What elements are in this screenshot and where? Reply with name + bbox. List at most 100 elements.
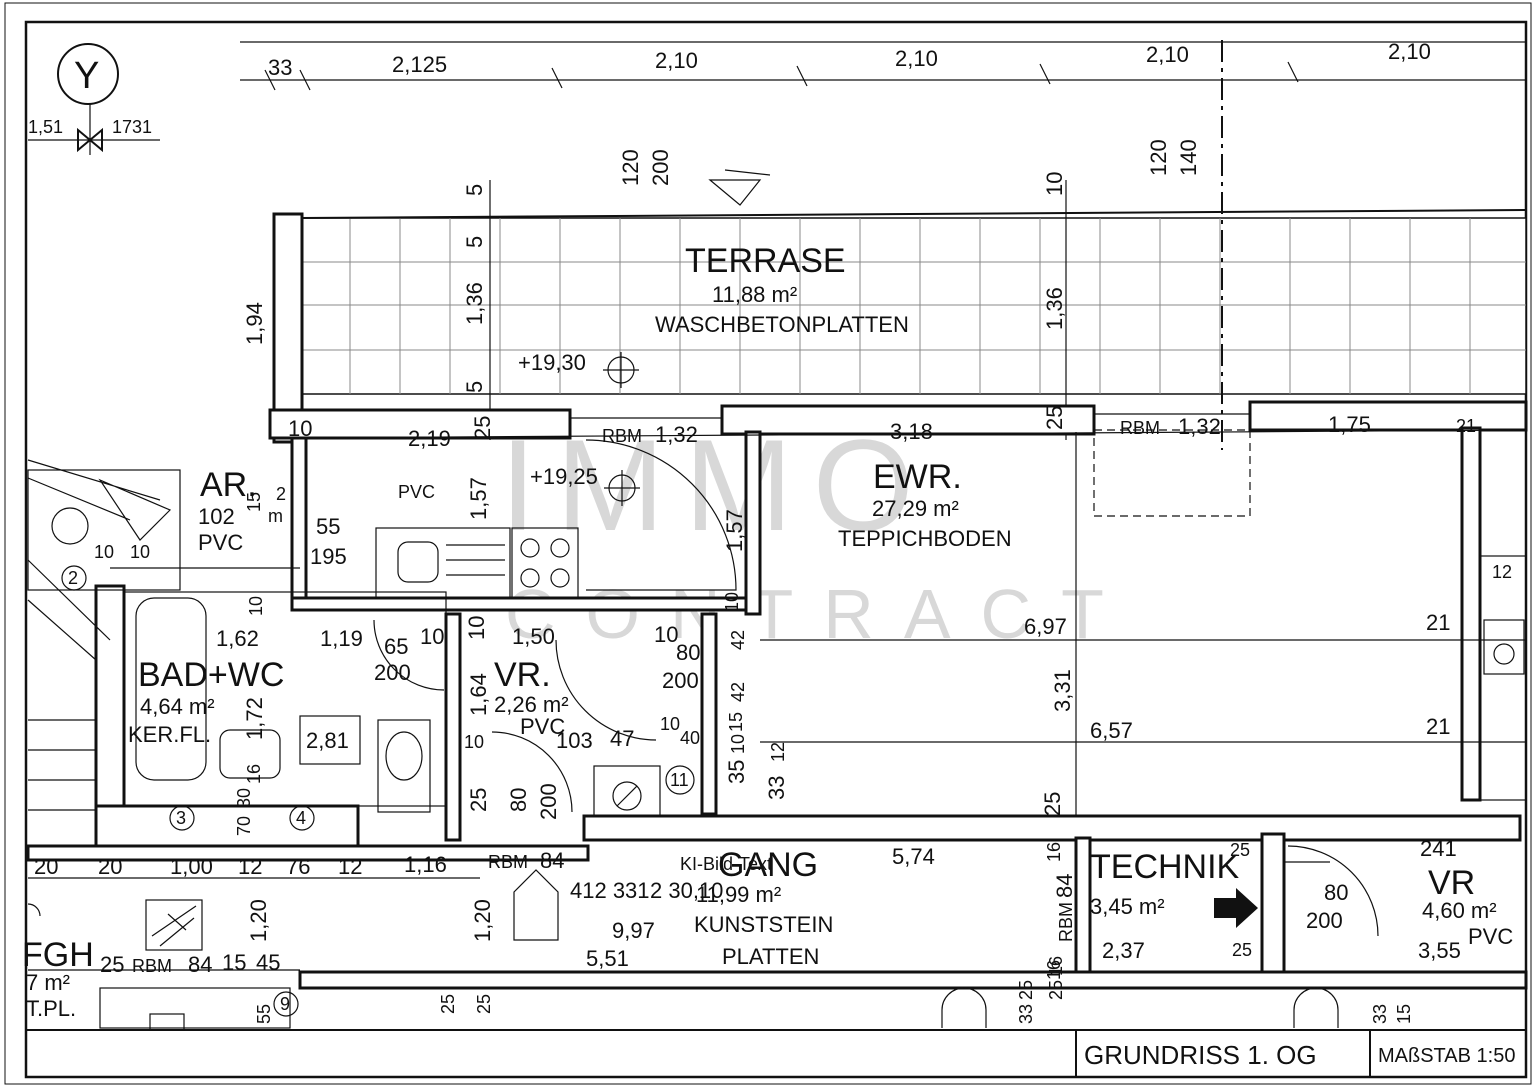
vr2-dim-4: 3,55	[1418, 938, 1461, 963]
wall-bath-right	[444, 612, 462, 842]
row2-dim-8: 1,75	[1328, 412, 1371, 437]
terrace-area-value: 11,88 m²	[712, 282, 797, 307]
bath-dim-7: 1,72	[242, 697, 267, 740]
bottom-marker-9: 9	[280, 994, 290, 1014]
corridor-dim-5: 5,51	[586, 946, 629, 971]
bottom-dim-4: 12	[238, 854, 262, 879]
terrace-name: TERRASE	[685, 242, 846, 280]
kitchen-level: +19,25	[530, 464, 598, 489]
hall-vr-dim-14: 42	[728, 682, 748, 702]
living-dim-2: 6,97	[1024, 614, 1067, 639]
living-dim-6: 3,31	[1050, 669, 1075, 712]
terrace-tile-grid	[302, 218, 1526, 394]
sheet-frame	[24, 20, 1528, 1079]
bottom-dim-21: 15	[1394, 1004, 1414, 1024]
bottom-dim-5: 76	[286, 854, 310, 879]
bottom-dim-6: 12	[338, 854, 362, 879]
top-dim-5: 2,10	[1146, 42, 1189, 67]
row2-dim-3: 25	[470, 416, 495, 440]
hall-vr-dim-10: 10	[660, 714, 680, 734]
bottom-rbm: RBM	[132, 956, 172, 976]
bath-dim-10: 70	[234, 816, 254, 836]
terrace-material: WASCHBETONPLATTEN	[655, 312, 909, 337]
technik-rbm: RBM	[1056, 902, 1076, 942]
corridor-material: KUNSTSTEIN	[694, 912, 833, 937]
hall-vr-dim-16: 35	[724, 760, 749, 784]
wall-bath-bottom	[94, 804, 360, 848]
bottom-dim-15: 25	[474, 994, 494, 1014]
bottom-dim-8: 1,20	[246, 899, 271, 942]
corridor-material-2: PLATTEN	[722, 944, 819, 969]
wall-row2-c	[1248, 400, 1528, 432]
vdim-7: 200	[648, 149, 673, 186]
hall-vr-dim-13: 42	[728, 630, 748, 650]
bath-dim-11: 30	[234, 788, 254, 808]
row2-dim-6: 25	[1042, 406, 1067, 430]
storage-dim-6: 10	[130, 542, 150, 562]
bottom-dim-16: 33	[1016, 1004, 1036, 1024]
top-dim-ticks	[264, 61, 1299, 91]
vdim-2: 5	[462, 184, 487, 196]
bath-dim-1: 10	[246, 596, 266, 616]
storage-material: PVC	[198, 530, 243, 555]
hall-vr-dim-2: 1,50	[512, 624, 555, 649]
bath-dim-4: 65	[384, 634, 408, 659]
living-area: 27,29 m²	[872, 496, 959, 521]
title-block-scale: MAßSTAB 1:50	[1378, 1045, 1515, 1067]
terrace-area	[301, 217, 1527, 395]
corridor-dim-3: 2 30,10	[650, 878, 723, 903]
corridor-area: 11,99 m²	[696, 882, 781, 907]
corridor-ai-watermark: KI-Bild-Text	[680, 854, 772, 874]
living-dim-1: 1,57	[722, 509, 747, 552]
bottom-dim-2: 20	[98, 854, 122, 879]
axis-value-right: 1731	[112, 117, 152, 137]
living-material: TEPPICHBODEN	[838, 526, 1012, 551]
corridor-dim-6: 84	[540, 848, 564, 873]
vdim-11: 140	[1176, 139, 1201, 176]
wall-kitchen-left	[290, 436, 308, 610]
hall-vr-dim-3: 10	[654, 622, 678, 647]
bottom-dim-14: 25	[438, 994, 458, 1014]
bath-marker-3: 3	[176, 808, 186, 828]
vdim-9: 1,36	[1042, 287, 1067, 330]
terrace-level: +19,30	[518, 350, 586, 375]
bath-dim-2: 1,62	[216, 626, 259, 651]
technik-dim-1: 25	[1230, 840, 1250, 860]
wall-technik-right	[1260, 832, 1286, 978]
hall-vr-dim-17: 10	[728, 734, 748, 754]
wall-technik-left	[1074, 836, 1092, 978]
bottom-dim-12: 45	[256, 950, 280, 975]
corridor-rbm: RBM	[488, 852, 528, 872]
kitchen-material: PVC	[398, 482, 435, 502]
living-dim-4: 6,57	[1090, 718, 1133, 743]
vdim-3: 5	[462, 236, 487, 248]
vr2-dim-2: 80	[1324, 880, 1348, 905]
corridor-name: GANG	[718, 846, 818, 884]
bottom-dim-19: 16	[1046, 956, 1066, 976]
hall-vr-marker-11: 11	[670, 770, 689, 790]
stair-area: 7 m²	[26, 970, 70, 995]
storage-area: 102	[198, 504, 235, 529]
vdim-10: 120	[1146, 139, 1171, 176]
row2-dim-5: 3,18	[890, 419, 933, 444]
bottom-dim-9: 25	[100, 952, 124, 977]
hall-vr-dim-1: 10	[464, 616, 489, 640]
bath-material: KER.FL.	[128, 722, 211, 747]
hall-vr-dim-12: 10	[722, 592, 742, 612]
wall-kitchen-bottom	[290, 596, 754, 612]
living-dim-3: 21	[1426, 610, 1450, 635]
corridor-dim-4: 9,97	[612, 918, 655, 943]
vdim-4: 1,36	[462, 282, 487, 325]
hall-vr-dim-4: 80	[676, 640, 700, 665]
wall-row2-a	[268, 408, 572, 440]
bath-area: 4,64 m²	[140, 694, 215, 719]
wall-row2-b	[720, 404, 1096, 436]
bottom-dim-3: 1,00	[170, 854, 213, 879]
bottom-dim-10: 84	[188, 952, 212, 977]
bath-dim-5: 10	[420, 624, 444, 649]
top-dim-2: 2,125	[392, 52, 447, 77]
corridor-dim-1: 5,74	[892, 844, 935, 869]
storage-dim-5: 10	[94, 542, 114, 562]
living-dim-7: 12	[1492, 562, 1512, 582]
